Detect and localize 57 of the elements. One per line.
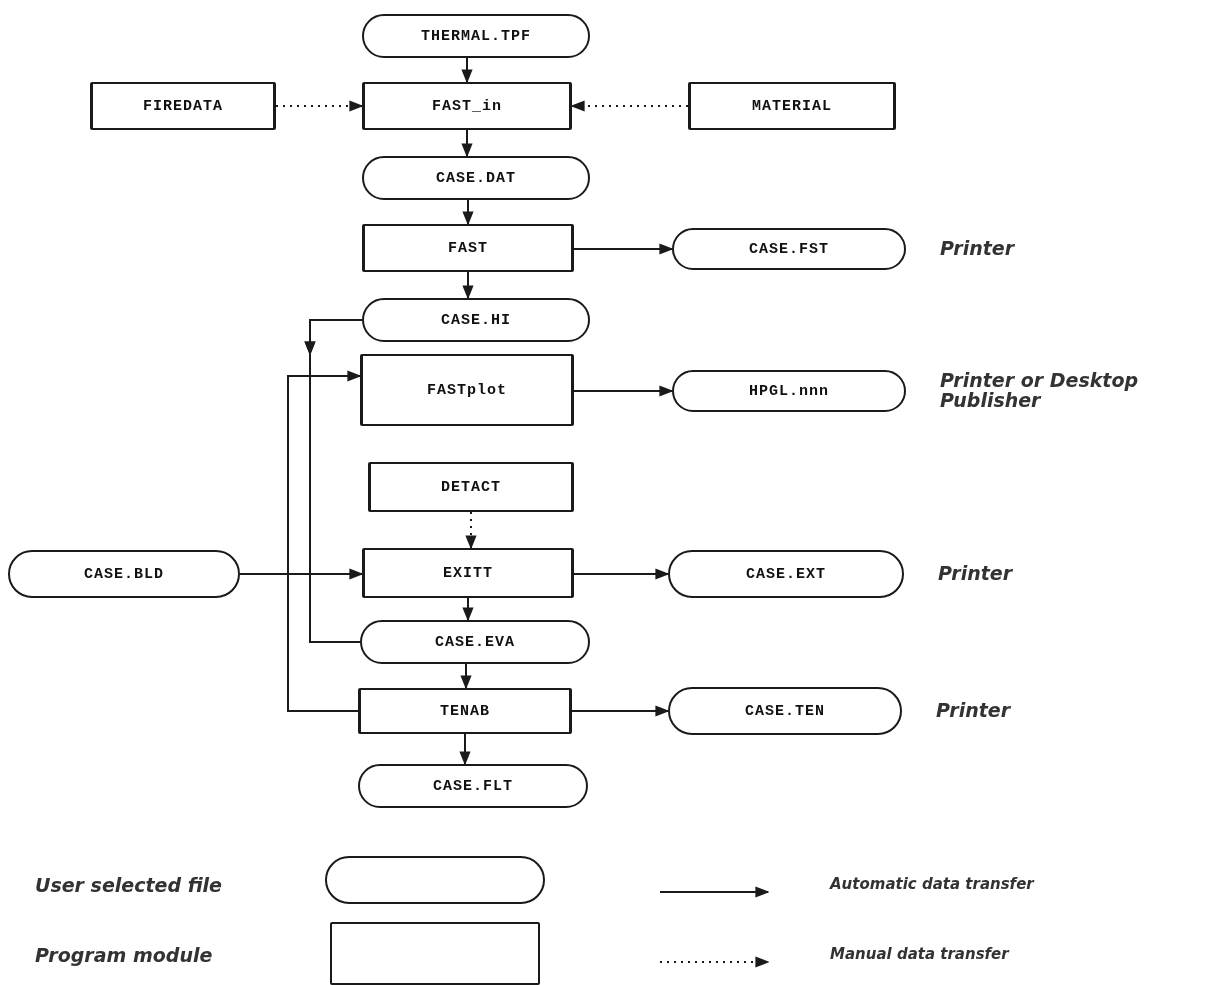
node-label: CASE.EVA — [435, 633, 515, 651]
arrow — [465, 511, 477, 550]
arrow — [275, 100, 364, 112]
arrow — [571, 705, 670, 717]
file-terminal — [362, 14, 590, 58]
module-box — [688, 82, 896, 130]
node-label: CASE.TEN — [745, 702, 825, 720]
node-label: FASTplot — [427, 381, 507, 399]
node-label: CASE.HI — [441, 311, 511, 329]
node-label: FIREDATA — [143, 97, 223, 115]
legend-label: Manual data transfer — [830, 947, 1009, 963]
module-box — [358, 688, 572, 734]
arrow — [462, 271, 474, 300]
node-label: HPGL.nnn — [749, 382, 829, 400]
arrow — [570, 100, 689, 112]
arrow — [239, 568, 364, 580]
legend-label: User selected file — [35, 876, 222, 896]
node-label: CASE.FST — [749, 240, 829, 258]
arrow — [573, 243, 674, 255]
file-terminal — [358, 764, 588, 808]
arrow — [460, 663, 472, 690]
node-label: TENAB — [440, 702, 490, 720]
file-terminal — [362, 298, 590, 342]
arrow — [462, 597, 474, 622]
module-box — [362, 548, 574, 598]
arrow — [304, 341, 361, 643]
output-device-note: Printer — [938, 564, 1014, 584]
arrow — [573, 568, 670, 580]
arrow — [461, 57, 473, 84]
file-terminal — [360, 620, 590, 664]
node-label: CASE.FLT — [433, 777, 513, 795]
output-device-note: Printer — [936, 701, 1012, 721]
arrow — [462, 199, 474, 226]
node-label: THERMAL.TPF — [421, 27, 531, 45]
node-label: DETACT — [441, 478, 501, 496]
arrow — [459, 733, 471, 766]
arrow — [287, 370, 362, 712]
output-device-note: Printer or Desktop Publisher — [940, 371, 1140, 411]
file-terminal — [8, 550, 240, 598]
file-terminal — [362, 156, 590, 200]
module-box — [360, 354, 574, 426]
arrow — [461, 129, 473, 158]
node-label: CASE.BLD — [84, 565, 164, 583]
node-label: EXITT — [443, 564, 493, 582]
module-box — [90, 82, 276, 130]
output-device-note: Printer — [940, 239, 1016, 259]
legend-label: Automatic data transfer — [830, 877, 1034, 893]
node-label: CASE.EXT — [746, 565, 826, 583]
module-box — [362, 82, 572, 130]
node-label: MATERIAL — [752, 97, 832, 115]
node-label: FAST_in — [432, 97, 502, 115]
module-box — [368, 462, 574, 512]
node-label: FAST — [448, 239, 488, 257]
arrow — [573, 385, 674, 397]
legend-label: Program module — [35, 946, 213, 966]
module-box — [362, 224, 574, 272]
node-label: CASE.DAT — [436, 169, 516, 187]
